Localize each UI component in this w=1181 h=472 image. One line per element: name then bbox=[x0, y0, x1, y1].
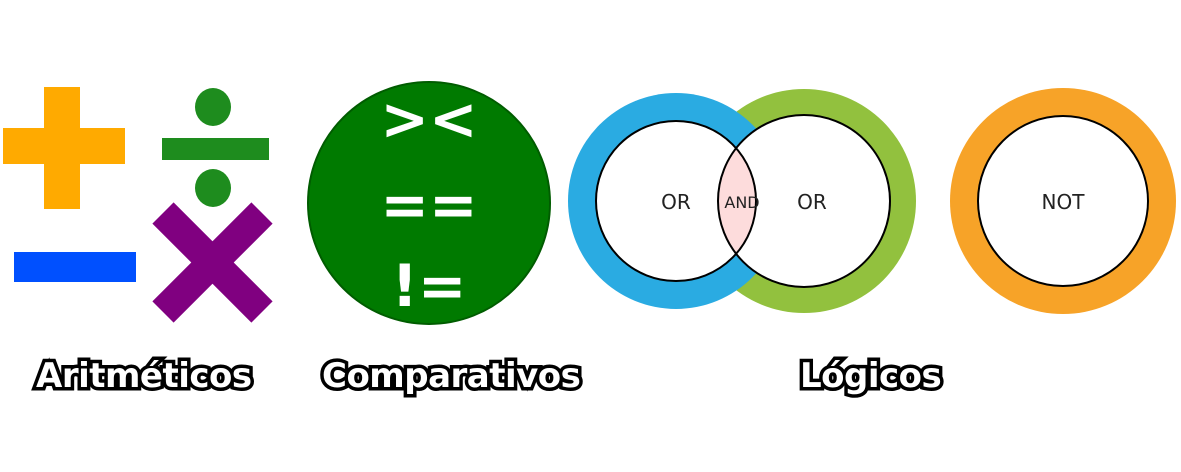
and-label: AND bbox=[724, 193, 759, 212]
right-set bbox=[718, 115, 890, 287]
not-label: NOT bbox=[1042, 190, 1086, 214]
comparison-circle bbox=[307, 81, 551, 325]
logical-caption: Lógicos bbox=[796, 353, 945, 400]
divide-icon bbox=[162, 88, 269, 207]
venn-diagram: OR AND OR bbox=[568, 89, 916, 313]
multiply-icon bbox=[152, 202, 273, 323]
greater-less-symbol: >< bbox=[380, 85, 477, 153]
left-set bbox=[596, 121, 756, 281]
equal-symbol: == bbox=[380, 171, 477, 239]
comparison-group: >< == != bbox=[307, 81, 551, 325]
arithmetic-caption: Aritméticos bbox=[33, 353, 256, 400]
right-set-outline bbox=[717, 114, 891, 288]
arithmetic-group bbox=[3, 87, 273, 323]
not-equal-symbol: != bbox=[391, 252, 466, 320]
not-diagram: NOT bbox=[950, 88, 1176, 314]
minus-icon bbox=[14, 252, 136, 282]
left-set-outline bbox=[595, 120, 757, 282]
right-or-label: OR bbox=[797, 190, 827, 214]
not-set bbox=[977, 115, 1149, 287]
comparison-caption: Comparativos bbox=[318, 353, 584, 400]
plus-icon bbox=[3, 87, 125, 209]
left-or-label: OR bbox=[661, 190, 691, 214]
